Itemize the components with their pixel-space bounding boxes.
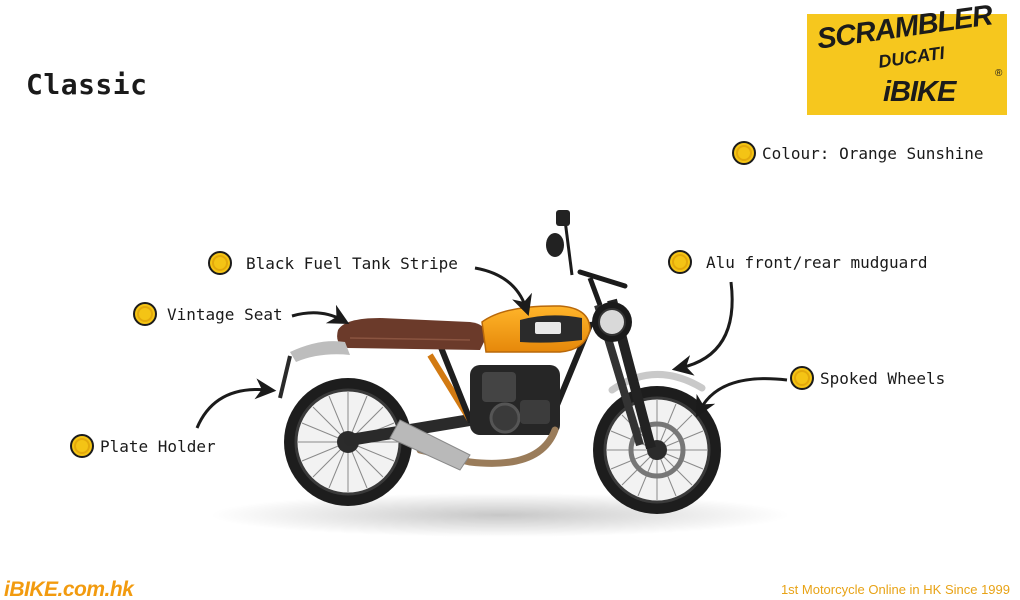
label-seat-text: Vintage Seat xyxy=(167,304,283,324)
arrow-tank-stripe xyxy=(474,266,532,316)
arrow-wheels xyxy=(696,377,788,418)
label-plate: Plate Holder xyxy=(70,434,216,458)
front-wheel xyxy=(593,386,721,514)
fuel-tank xyxy=(481,305,591,353)
label-wheels: Spoked Wheels xyxy=(790,366,945,390)
arrow-seat xyxy=(291,304,350,325)
page-title: Classic xyxy=(26,68,148,101)
bullet-dot-icon xyxy=(70,434,94,458)
arrow-plate-holder xyxy=(195,378,277,429)
bullet-dot-icon xyxy=(208,251,232,275)
label-wheels-text: Spoked Wheels xyxy=(820,368,946,388)
bullet-dot-icon xyxy=(732,141,756,165)
label-plate-text: Plate Holder xyxy=(100,436,216,456)
bullet-dot-icon xyxy=(133,302,157,326)
label-colour-text: Colour: Orange Sunshine xyxy=(762,143,984,163)
exhaust-pipe xyxy=(416,426,559,467)
vintage-seat xyxy=(337,318,487,350)
ground-shadow xyxy=(210,493,790,537)
exhaust-muffler xyxy=(389,419,471,471)
label-tank-stripe: Black Fuel Tank Stripe xyxy=(208,251,458,275)
label-colour: Colour: Orange Sunshine xyxy=(732,141,984,165)
plate-holder-bracket xyxy=(278,355,292,399)
rear-fender xyxy=(290,341,350,362)
footer-tagline: 1st Motorcycle Online in HK Since 1999 xyxy=(780,582,1010,597)
bullet-dot-icon xyxy=(668,250,692,274)
label-seat: Vintage Seat xyxy=(133,302,283,326)
logo-ibike-text: iBIKE xyxy=(883,76,956,108)
label-mudguard: Alu front/rear mudguard xyxy=(668,250,928,274)
footer-site-logo: iBIKE.com.hk xyxy=(4,578,134,600)
engine xyxy=(470,365,560,435)
scrambler-ibike-logo: SCRAMBLER DUCATI iBIKE ® xyxy=(807,0,1007,115)
logo-registered-mark: ® xyxy=(995,68,1003,79)
arrow-mudguard xyxy=(671,281,734,376)
headlight-assembly xyxy=(546,210,632,342)
label-mudguard-text: Alu front/rear mudguard xyxy=(706,252,928,272)
bullet-dot-icon xyxy=(790,366,814,390)
label-tank-stripe-text: Black Fuel Tank Stripe xyxy=(246,253,458,273)
